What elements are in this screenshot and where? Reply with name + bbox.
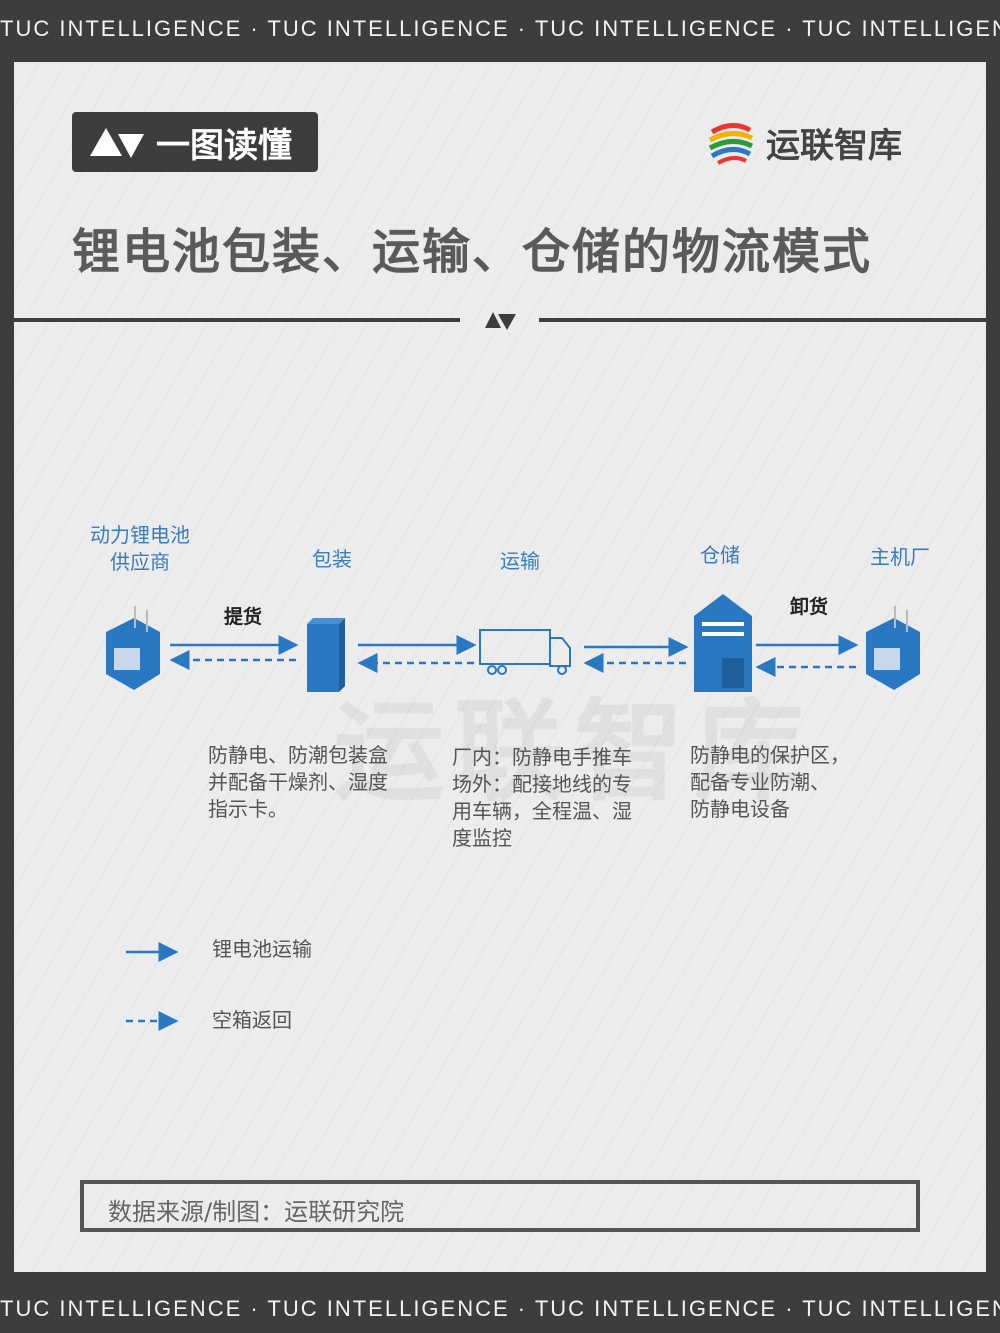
box-icon (307, 618, 345, 692)
truck-icon (479, 629, 571, 675)
action-unload: 卸货 (790, 596, 829, 618)
node-label-supplier: 动力锂电池 供应商 (90, 523, 190, 574)
badge: 一图读懂 (72, 112, 318, 172)
content-panel: 一图读懂 运联智库 锂电池包装、运输、仓储的物流模式 运联智库 动力锂电池 供应… (14, 62, 986, 1272)
node-label-packaging: 包装 (312, 547, 352, 571)
triangle-logo-icon (90, 128, 144, 158)
legend-label-return: 空箱返回 (212, 1008, 292, 1032)
source-note: 数据来源/制图：运联研究院 (80, 1180, 920, 1232)
note-packaging: 防静电、防潮包装盒 并配备干燥剂、湿度 指示卡。 (208, 743, 388, 821)
action-pickup: 提货 (224, 606, 263, 628)
warehouse-icon (694, 594, 752, 692)
divider-left (14, 318, 460, 322)
bottom-banner: TUC INTELLIGENCE · TUC INTELLIGENCE · TU… (0, 1296, 1000, 1321)
flow-diagram (106, 594, 920, 692)
globe-logo-icon (708, 123, 754, 165)
legend-label-transport: 锂电池运输 (212, 937, 312, 961)
factory-icon (106, 606, 160, 690)
node-label-storage: 仓储 (700, 543, 740, 567)
watermark: 运联智库 (334, 688, 814, 816)
divider-triangle-icon (485, 312, 516, 330)
note-storage: 防静电的保护区， 配备专业防潮、 防静电设备 (690, 743, 850, 821)
brand-logo: 运联智库 (706, 116, 902, 168)
legend-arrows (126, 942, 179, 1031)
divider-right (539, 318, 986, 322)
factory-icon (866, 606, 920, 690)
brand-name: 运联智库 (766, 125, 902, 166)
badge-text: 一图读懂 (156, 125, 292, 166)
note-transport: 厂内：防静电手推车 场外：配接地线的专 用车辆，全程温、湿 度监控 (452, 745, 632, 850)
top-banner: TUC INTELLIGENCE · TUC INTELLIGENCE · TU… (0, 16, 1000, 41)
page-title: 锂电池包装、运输、仓储的物流模式 (72, 224, 873, 280)
node-label-transport: 运输 (500, 549, 540, 573)
node-label-oem: 主机厂 (870, 545, 930, 569)
